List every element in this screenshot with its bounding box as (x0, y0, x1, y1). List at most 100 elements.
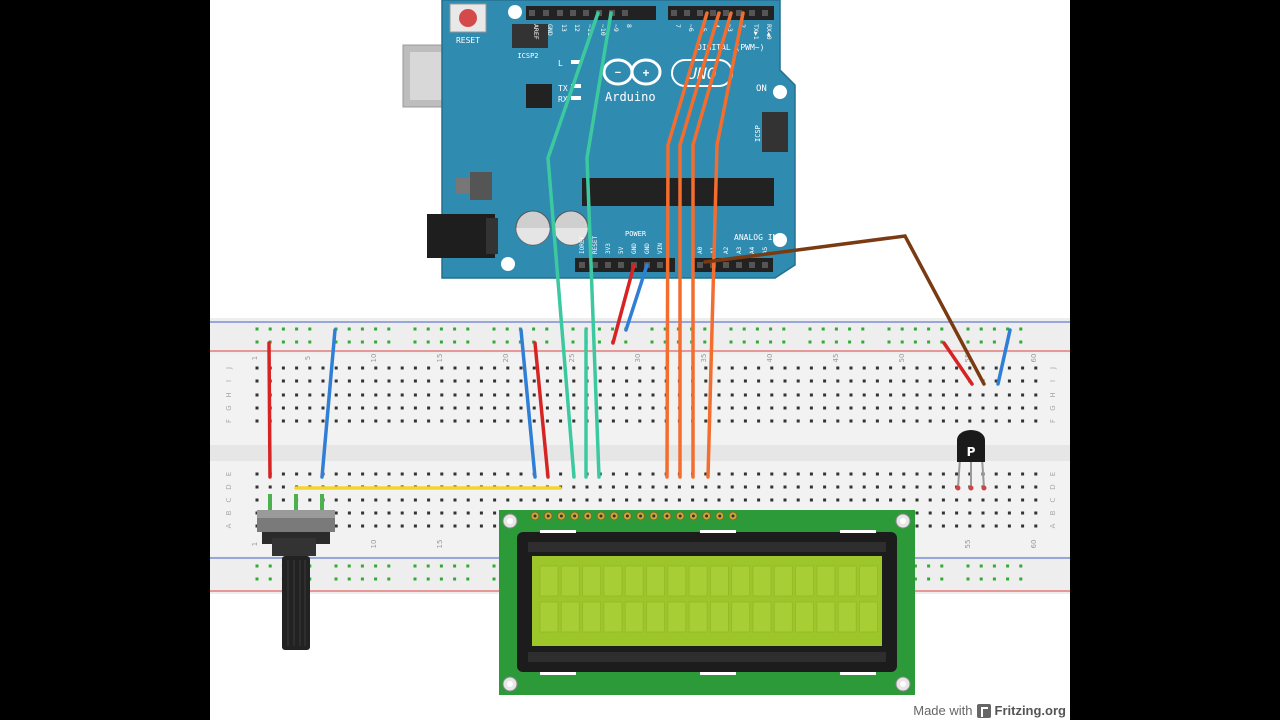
breadboard-hole (928, 485, 932, 489)
breadboard-hole (506, 366, 510, 370)
breadboard-hole (321, 419, 325, 423)
breadboard-hole (875, 498, 879, 502)
breadboard-hole (809, 419, 813, 423)
breadboard-hole (440, 524, 444, 528)
rail-hole (492, 340, 496, 344)
rail-hole (703, 327, 707, 331)
row-letter: F (1049, 419, 1057, 423)
breadboard-hole (545, 393, 549, 397)
rail-hole (439, 340, 443, 344)
breadboard-hole (625, 498, 629, 502)
breadboard-hole (981, 393, 985, 397)
breadboard-hole (651, 366, 655, 370)
breadboard-hole (994, 379, 998, 383)
rail-hole (927, 577, 931, 581)
pin-label: 3V3 (605, 243, 612, 254)
breadboard-hole (875, 472, 879, 476)
breadboard-hole (875, 419, 879, 423)
lcd-cell (603, 601, 623, 633)
breadboard-hole (651, 393, 655, 397)
rail-hole (979, 577, 983, 581)
wire-blue-gnd (624, 263, 649, 332)
header-pin (723, 262, 729, 268)
breadboard-hole (321, 379, 325, 383)
breadboard-hole (347, 366, 351, 370)
breadboard-hole (730, 366, 734, 370)
breadboard-hole (532, 379, 536, 383)
header-pin (736, 262, 742, 268)
breadboard-hole (928, 379, 932, 383)
breadboard-hole (387, 472, 391, 476)
pin-label: 12 (573, 24, 581, 32)
rail-hole (650, 340, 654, 344)
breadboard-hole (849, 366, 853, 370)
breadboard-hole (915, 498, 919, 502)
breadboard-hole (717, 379, 721, 383)
breadboard-hole (862, 485, 866, 489)
breadboard-hole (1007, 524, 1011, 528)
transistor-marking: P (967, 445, 976, 459)
header-pin (622, 10, 628, 16)
breadboard-hole (374, 524, 378, 528)
rail-hole (347, 327, 351, 331)
rail-hole (426, 327, 430, 331)
breadboard-hole (941, 472, 945, 476)
breadboard-hole (308, 393, 312, 397)
lcd-character-cells (539, 565, 878, 633)
pin-label: ~6 (687, 24, 695, 32)
breadboard-hole (1034, 485, 1038, 489)
rail-hole (597, 327, 601, 331)
breadboard-hole (611, 419, 615, 423)
breadboard-hole (704, 366, 708, 370)
breadboard-hole (268, 485, 272, 489)
breadboard-hole (255, 419, 259, 423)
lcd-cell (859, 565, 878, 597)
breadboard-hole (889, 406, 893, 410)
rail-hole (466, 340, 470, 344)
lcd-cell (859, 601, 878, 633)
breadboard-hole (638, 472, 642, 476)
breadboard-hole (875, 406, 879, 410)
rail-hole (466, 327, 470, 331)
wire-brown-a0 (703, 234, 986, 386)
breadboard-hole (981, 511, 985, 515)
breadboard-hole (413, 379, 417, 383)
breadboard-hole (1007, 379, 1011, 383)
tx-label: TX (558, 84, 568, 93)
breadboard-hole (611, 379, 615, 383)
breadboard-hole (796, 472, 800, 476)
breadboard-hole (994, 498, 998, 502)
lcd-cell (795, 601, 814, 633)
breadboard-hole (506, 472, 510, 476)
header-pin (583, 10, 589, 16)
breadboard-hole (796, 393, 800, 397)
breadboard-hole (532, 419, 536, 423)
mount-hole (773, 85, 787, 99)
header-pin (749, 10, 755, 16)
rail-hole (334, 564, 338, 568)
breadboard-hole (677, 498, 681, 502)
breadboard-hole (664, 485, 668, 489)
breadboard-hole (281, 379, 285, 383)
header-pin (570, 10, 576, 16)
lcd-pin-header (530, 511, 738, 521)
lcd-cell (646, 565, 665, 597)
breadboard-hole (361, 379, 365, 383)
rail-hole (571, 340, 575, 344)
breadboard-hole (757, 485, 761, 489)
breadboard-hole (281, 366, 285, 370)
breadboard-hole (902, 393, 906, 397)
breadboard-hole (255, 485, 259, 489)
breadboard-hole (559, 379, 563, 383)
potentiometer (257, 494, 335, 650)
pin-label: ~11 (586, 24, 594, 36)
breadboard-hole (281, 485, 285, 489)
column-number: 30 (634, 354, 642, 363)
breadboard-hole (400, 419, 404, 423)
header-pin (618, 262, 624, 268)
breadboard-hole (479, 379, 483, 383)
column-number: 15 (436, 540, 444, 549)
center-channel (210, 445, 1070, 461)
rail-hole (624, 340, 628, 344)
wire-red-transistor (942, 341, 974, 386)
